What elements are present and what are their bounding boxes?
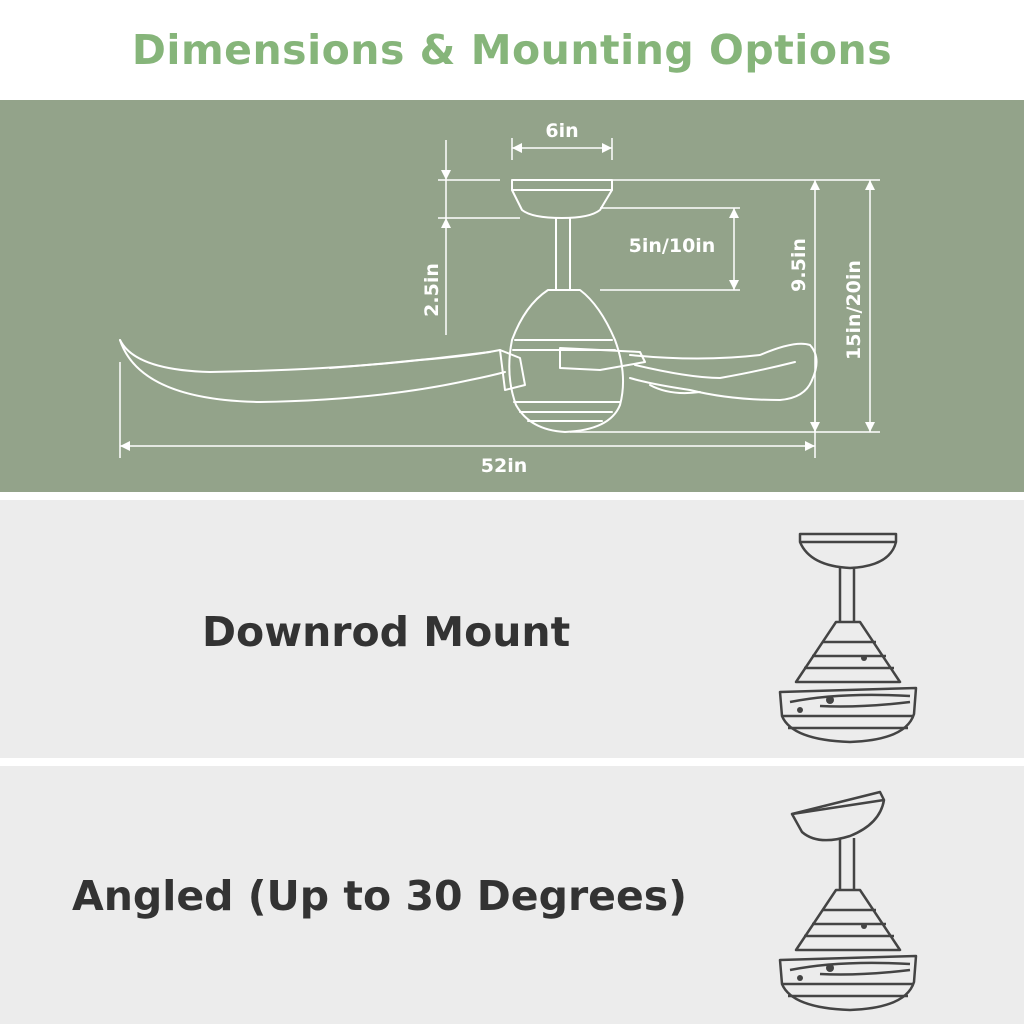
dim-label-downrod: 5in/10in — [629, 235, 716, 257]
dim-label-body-height: 9.5in — [788, 238, 810, 292]
canopy-outline — [511, 179, 613, 219]
mount-option-downrod: Downrod Mount — [0, 500, 1024, 758]
angled-fan-icon — [778, 790, 918, 1012]
header: Dimensions & Mounting Options — [0, 0, 1024, 100]
dim-label-canopy-height: 2.5in — [421, 263, 443, 317]
fan-dimension-drawing: 6in 5in/10in 2.5in 9.5in 15in/20in 52in — [119, 120, 880, 477]
mount-option-angled: Angled (Up to 30 Degrees) — [0, 766, 1024, 1024]
dim-label-blade-span: 52in — [481, 455, 527, 477]
downrod-fan-icon — [778, 532, 918, 744]
left-blade-bottom — [119, 339, 506, 403]
left-blade-top — [119, 339, 501, 373]
motor-housing-outline — [508, 289, 624, 433]
page-title: Dimensions & Mounting Options — [131, 26, 893, 74]
dim-label-total-height: 15in/20in — [843, 260, 865, 360]
dimensions-diagram: 6in 5in/10in 2.5in 9.5in 15in/20in 52in — [0, 100, 1024, 492]
mount-label-angled: Angled (Up to 30 Degrees) — [72, 872, 687, 920]
mount-label-downrod: Downrod Mount — [202, 608, 571, 656]
divider — [0, 758, 1024, 766]
divider — [0, 492, 1024, 500]
right-blade-outline — [629, 342, 818, 401]
dim-label-canopy-width: 6in — [545, 120, 578, 142]
